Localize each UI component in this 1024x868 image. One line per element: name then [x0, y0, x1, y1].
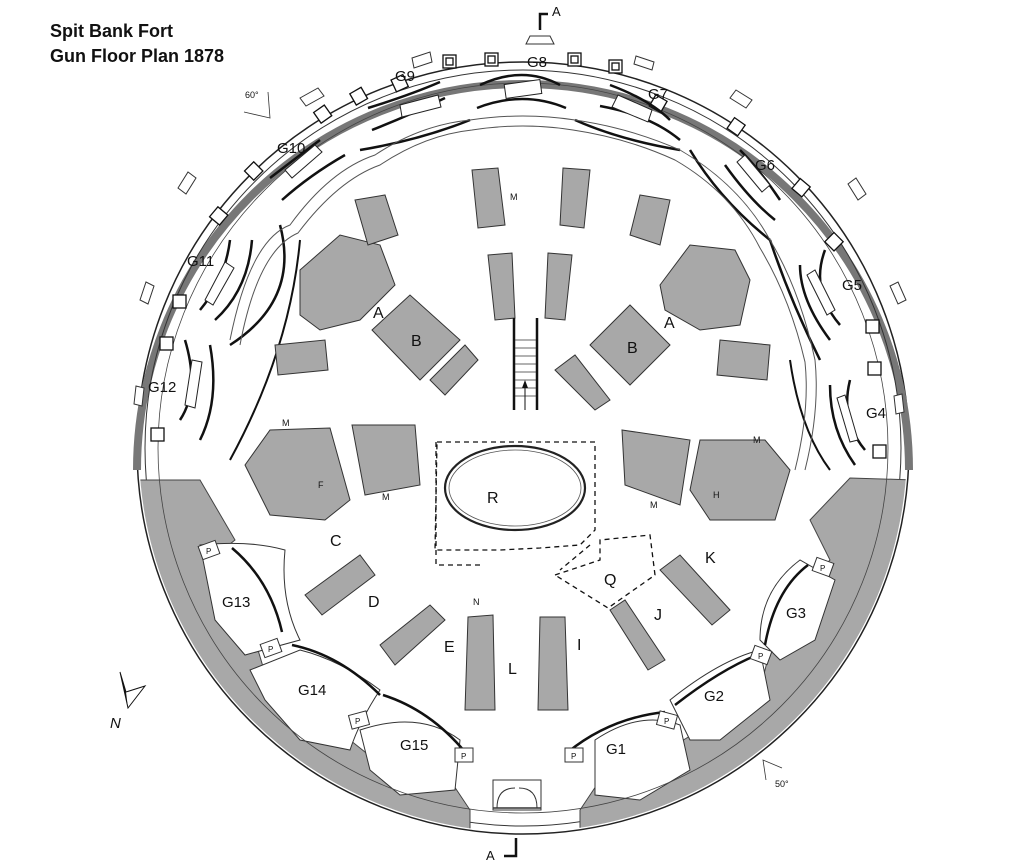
label-room-q: Q	[604, 572, 616, 589]
angle-marker-60: 60°	[243, 90, 271, 119]
label-room-d: D	[368, 594, 380, 611]
label-g4: G4	[866, 405, 886, 422]
label-room-i: I	[577, 637, 581, 654]
section-marker-bottom: A	[486, 838, 518, 863]
label-g11: G11	[187, 253, 214, 270]
gun-platforms	[184, 78, 859, 443]
label-g1: G1	[606, 741, 626, 758]
label-m-right-lower: M	[650, 500, 658, 510]
label-m-left: M	[282, 418, 290, 428]
central-staircase	[512, 318, 539, 410]
label-g3: G3	[786, 605, 806, 622]
gun-traverse-arcs	[178, 73, 866, 471]
svg-text:P: P	[206, 547, 211, 556]
label-g12: G12	[148, 379, 176, 396]
svg-text:60°: 60°	[245, 90, 259, 100]
svg-text:P: P	[461, 752, 466, 761]
minor-room-labels: F H N M M M M M	[282, 192, 761, 607]
label-room-r: R	[487, 490, 499, 507]
svg-text:P: P	[355, 717, 360, 726]
plan-title-line-1: Spit Bank Fort	[50, 21, 174, 41]
label-g6: G6	[755, 157, 775, 174]
label-room-f: F	[318, 480, 324, 490]
label-g15: G15	[400, 737, 428, 754]
label-g7: G7	[648, 86, 668, 103]
label-room-b-left: B	[411, 333, 422, 350]
label-g14: G14	[298, 682, 326, 699]
gun-port-squares	[150, 52, 887, 459]
angle-marker-50: 50°	[762, 759, 789, 789]
label-g10: G10	[277, 140, 305, 157]
svg-text:50°: 50°	[775, 779, 789, 789]
gun-position-labels: G8 G9 G7 G10 G6 G11 G5 G12 G4 G13 G3 G14…	[148, 54, 886, 758]
powder-hoists: P P P P P P P P	[197, 539, 835, 763]
section-marker-top: A	[538, 4, 561, 30]
label-room-n: N	[473, 597, 480, 607]
svg-text:P: P	[664, 717, 669, 726]
label-room-a-right: A	[664, 315, 675, 332]
casemate-arc-walls	[231, 547, 809, 753]
label-room-h: H	[713, 490, 720, 500]
label-m-left-lower: M	[382, 492, 390, 502]
label-g9: G9	[395, 68, 415, 85]
label-room-b-right: B	[627, 340, 638, 357]
label-g2: G2	[704, 688, 724, 705]
svg-text:P: P	[820, 564, 825, 573]
svg-text:P: P	[758, 652, 763, 661]
north-label: N	[110, 715, 121, 732]
label-room-l: L	[508, 661, 517, 678]
room-labels: A A B B C D E L I J K Q R	[330, 305, 716, 678]
svg-text:P: P	[268, 645, 273, 654]
svg-text:A: A	[486, 848, 495, 863]
svg-text:A: A	[552, 4, 561, 19]
lower-casemate-masonry	[139, 82, 907, 832]
label-room-c: C	[330, 533, 342, 550]
plan-title-line-2: Gun Floor Plan 1878	[50, 46, 225, 66]
label-g5: G5	[842, 277, 862, 294]
room-q-outline	[553, 534, 656, 609]
svg-text:P: P	[571, 752, 576, 761]
label-m-top: M	[510, 192, 518, 202]
label-room-k: K	[705, 550, 716, 567]
label-room-a-left: A	[373, 305, 384, 322]
label-g8: G8	[527, 54, 547, 71]
room-r-oval	[434, 441, 596, 571]
north-arrow-icon: N	[110, 671, 147, 732]
label-g13: G13	[222, 594, 250, 611]
central-masonry	[244, 167, 791, 711]
label-room-j: J	[654, 607, 662, 624]
label-room-e: E	[444, 639, 455, 656]
inner-ring-walls	[229, 115, 817, 471]
label-m-right: M	[753, 435, 761, 445]
